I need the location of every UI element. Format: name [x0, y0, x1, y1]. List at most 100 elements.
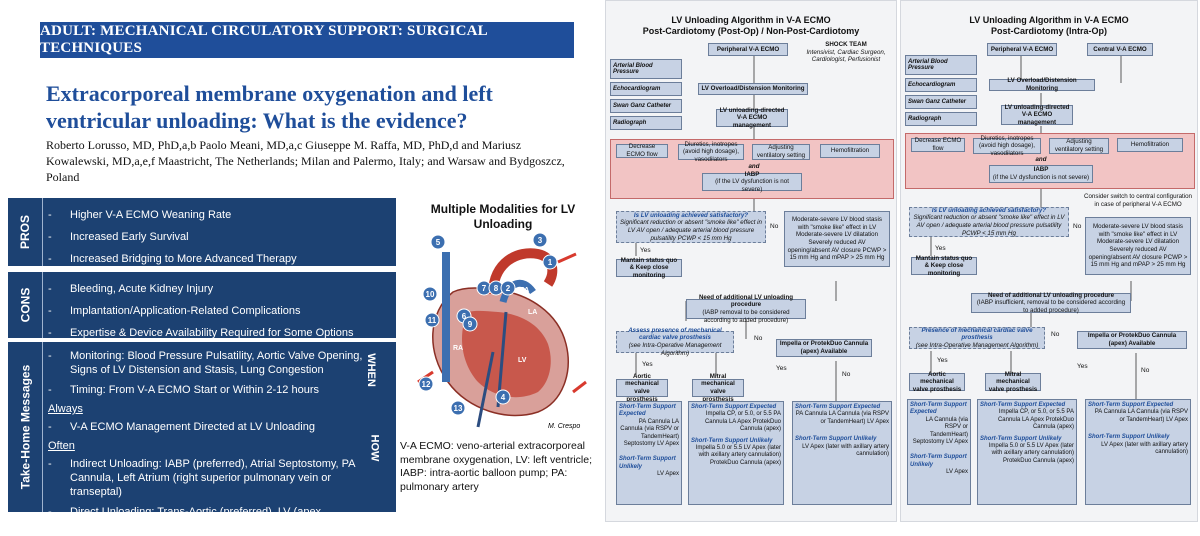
- iabp-node: IABP (if the LV dysfunction is not sever…: [989, 165, 1093, 183]
- algorithm-panel-postop: LV Unloading Algorithm in V-A ECMO Post-…: [605, 0, 897, 522]
- monitor-item: Echocardiogram: [905, 78, 977, 92]
- how-label: HOW: [368, 434, 381, 462]
- satisfaction-question: Is LV unloading achieved satisfactory? S…: [616, 211, 766, 243]
- figure-number: 13: [454, 404, 463, 413]
- algorithm-title: LV Unloading Algorithm in V-A ECMO Post-…: [642, 15, 860, 36]
- often-heading: Often: [48, 440, 75, 452]
- action-node: Adjusting ventilatory setting: [752, 144, 810, 160]
- yes-label: Yes: [642, 361, 653, 368]
- figure-label: PA: [520, 287, 529, 294]
- yes-label: Yes: [1077, 363, 1088, 370]
- monitor-item: Arterial Blood Pressure: [610, 59, 682, 79]
- monitor-item: Arterial Blood Pressure: [905, 55, 977, 75]
- monitor-item: Echocardiogram: [610, 82, 682, 96]
- iabp-node: IABP (if the LV dysfunction is not sever…: [702, 171, 802, 193]
- figure-title: Multiple Modalities for LV Unloading: [430, 202, 576, 231]
- directed-node: LV unloading-directed V-A ECMO managemen…: [1001, 104, 1073, 126]
- pros-item: -Increased Early Survival: [48, 231, 189, 243]
- yes-label: Yes: [776, 365, 787, 372]
- maintain-node: Mantain status quo & Keep close monitori…: [616, 257, 682, 279]
- monitoring-list: Arterial Blood Pressure Echocardiogram S…: [610, 59, 682, 133]
- figure-number: 9: [468, 320, 473, 329]
- mitral-support-column: Short-Term Support Expected Impella CP, …: [977, 399, 1077, 505]
- mitral-prosthesis-node: Mitral mechanical valve prosthesis: [985, 371, 1041, 393]
- cons-item: -Implantation/Application-Related Compli…: [48, 305, 301, 317]
- algorithm-title: LV Unloading Algorithm in V-A ECMO Post-…: [969, 15, 1129, 36]
- mitral-support-column: Short-Term Support Expected Impella CP, …: [688, 401, 784, 505]
- assess-prosthesis-node: Assess presence of mechanical cardiac va…: [616, 327, 734, 357]
- and-label: and: [748, 163, 760, 170]
- action-node: Hemofiltration: [820, 144, 880, 158]
- figure-number: 1: [548, 258, 553, 267]
- maintain-node: Mantain status quo & Keep close monitori…: [911, 255, 977, 277]
- paper-title: Extracorporeal membrane oxygenation and …: [46, 81, 493, 133]
- always-item: -V-A ECMO Management Directed at LV Unlo…: [48, 421, 315, 433]
- figure-number: 3: [538, 236, 543, 245]
- cons-item: -Expertise & Device Availability Require…: [48, 327, 354, 339]
- pros-item: -Higher V-A ECMO Weaning Rate: [48, 209, 232, 221]
- figure-number: 4: [501, 393, 506, 402]
- when-label: WHEN: [365, 353, 378, 387]
- when-item: -Timing: From V-A ECMO Start or Within 2…: [48, 384, 319, 396]
- cons-label: CONS: [8, 272, 43, 338]
- figure-label: AO: [510, 265, 521, 272]
- action-node: Adjusting ventilatory setting: [1049, 138, 1109, 154]
- paper-authors: Roberto Lorusso, MD, PhD,a,b Paolo Meani…: [46, 138, 565, 184]
- take-home-panel: Take-Home Messages -Monitoring: Blood Pr…: [8, 342, 396, 532]
- assess-prosthesis-node: Presence of mechanical cardiac valve pro…: [909, 327, 1045, 349]
- figure-number: 11: [428, 316, 437, 325]
- yes-label: Yes: [640, 247, 651, 254]
- figure-number: 8: [494, 284, 499, 293]
- figure-number: 5: [436, 238, 441, 247]
- algorithm-connectors: [930, 56, 1137, 401]
- shock-team-node: SHOCK TEAM Intensivist, Cardiac Surgeon,…: [806, 41, 886, 64]
- need-procedure-node: Need of additional LV unloading procedur…: [686, 294, 806, 324]
- pros-panel: PROS -Higher V-A ECMO Weaning Rate -Incr…: [8, 198, 396, 266]
- action-node: Decrease ECMO flow: [911, 137, 965, 152]
- algorithm-panel-intraop: LV Unloading Algorithm in V-A ECMO Post-…: [900, 0, 1198, 522]
- no-label: No: [770, 223, 779, 230]
- action-node: Decrease ECMO flow: [616, 143, 668, 158]
- cons-panel: CONS -Bleeding, Acute Kidney Injury -Imp…: [8, 272, 396, 339]
- figure-number: 2: [506, 284, 511, 293]
- overload-node: LV Overload/Distension Monitoring: [698, 83, 808, 95]
- journal-section-banner: ADULT: MECHANICAL CIRCULATORY SUPPORT: S…: [40, 22, 574, 58]
- monitoring-list: Arterial Blood Pressure Echocardiogram S…: [905, 55, 977, 129]
- figure-number: 7: [482, 284, 487, 293]
- no-condition-node: Moderate-severe LV blood stasis with "sm…: [784, 211, 890, 267]
- satisfaction-question: Is LV unloading achieved satisfactory? S…: [909, 207, 1069, 237]
- figure-label: LA: [528, 309, 537, 316]
- action-node: Diuretics, inotropes (avoid high dosage)…: [678, 141, 744, 163]
- central-ecmo-node: Central V-A ECMO: [1087, 43, 1153, 56]
- yes-label: Yes: [937, 357, 948, 364]
- often-item: -Indirect Unloading: IABP (preferred), A…: [48, 458, 355, 498]
- mitral-prosthesis-node: Mitral mechanical valve prosthesis: [692, 373, 744, 403]
- directed-node: LV unloading-directed V-A ECMO managemen…: [716, 107, 788, 129]
- aortic-prosthesis-node: Aortic mechanical valve prosthesis: [909, 371, 965, 393]
- pros-item: -Increased Bridging to More Advanced The…: [48, 253, 297, 265]
- figure-number: 6: [462, 312, 467, 321]
- monitor-item: Swan Ganz Catheter: [610, 99, 682, 113]
- take-home-label: Take-Home Messages: [8, 342, 43, 512]
- aortic-support-column: Short-Term Support Expected PA Cannula L…: [616, 401, 682, 505]
- figure-label: LV: [518, 357, 527, 364]
- cons-item: -Bleeding, Acute Kidney Injury: [48, 283, 214, 295]
- monitor-item: Radiograph: [610, 116, 682, 130]
- aortic-prosthesis-node: Aortic mechanical valve prosthesis: [616, 373, 668, 403]
- figure-caption: V-A ECMO: veno-arterial extracorporeal m…: [400, 440, 593, 493]
- no-label: No: [1073, 223, 1082, 230]
- when-item: -Monitoring: Blood Pressure Pulsatility,…: [48, 350, 363, 376]
- always-heading: Always: [48, 403, 83, 415]
- figure-label: RA: [453, 345, 463, 352]
- figure-credit: M. Crespo: [548, 423, 580, 430]
- peripheral-ecmo-node: Peripheral V-A ECMO: [708, 43, 788, 56]
- need-procedure-node: Need of additional LV unloading procedur…: [971, 292, 1131, 314]
- right-support-column: Short-Term Support Expected PA Cannula L…: [1085, 399, 1191, 505]
- figure-number: 10: [426, 290, 435, 299]
- no-label: No: [1051, 331, 1060, 338]
- impella-available-node: Impella or ProtekDuo Cannula (apex) Avai…: [776, 339, 872, 357]
- no-label: No: [754, 335, 763, 342]
- yes-label: Yes: [935, 245, 946, 252]
- no-label: No: [1141, 367, 1150, 374]
- overload-node: LV Overload/Distension Monitoring: [989, 77, 1095, 92]
